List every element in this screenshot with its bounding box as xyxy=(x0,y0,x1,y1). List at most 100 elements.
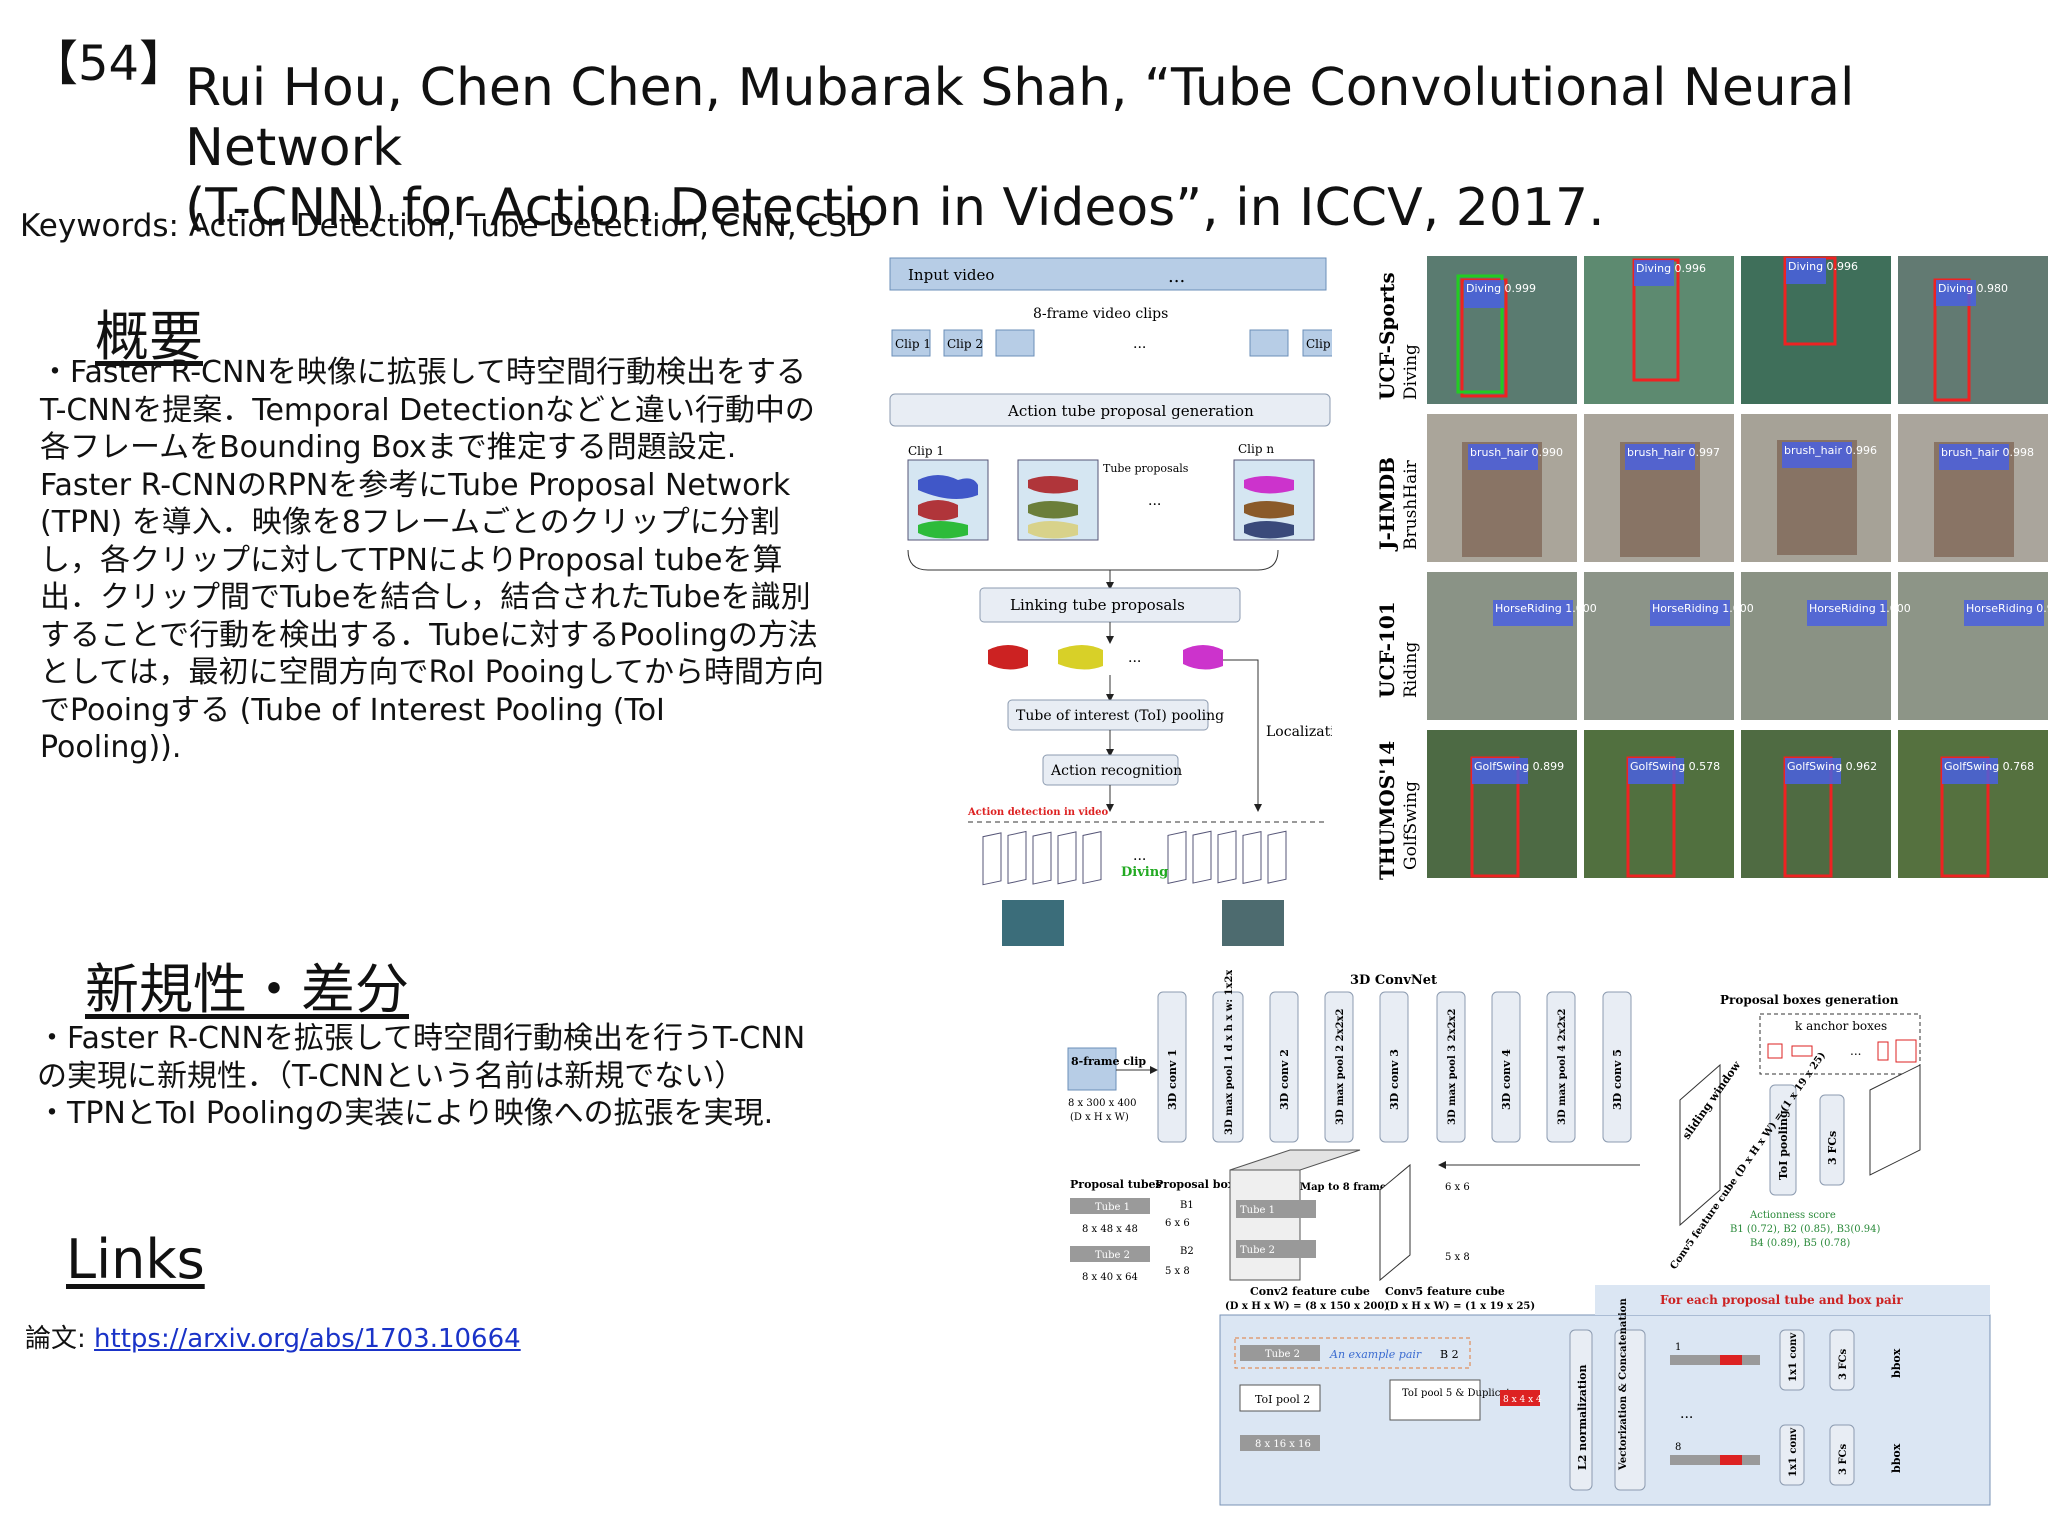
linking-label: Linking tube proposals xyxy=(1010,596,1185,614)
conv5-dims: (D x H x W) = (1 x 19 x 25) xyxy=(1385,1301,1535,1312)
detection-score: GolfSwing 0.899 xyxy=(1474,760,1564,773)
paper-link[interactable]: https://arxiv.org/abs/1703.10664 xyxy=(94,1324,521,1354)
conv2-cube-label: Conv2 feature cube xyxy=(1250,1285,1370,1298)
detection-frames xyxy=(982,830,1287,886)
paper-title-line-1: Rui Hou, Chen Chen, Mubarak Shah, “Tube … xyxy=(185,58,1855,178)
conv1x1-label: 1x1 conv xyxy=(1788,1332,1799,1382)
toi-pool-label: ToI pooling xyxy=(1777,1110,1790,1180)
layer-label: 3D conv 2 xyxy=(1278,1049,1291,1110)
size-844: 8 x 4 x 4 xyxy=(1503,1395,1542,1405)
dots: ... xyxy=(1128,650,1141,666)
convnet-layers: 3D conv 1 3D max pool 1 d x h x w: 1x2x2… xyxy=(1157,970,1632,1143)
results-row-thumos: THUMOS'14 GolfSwing GolfSwing 0.899 Golf… xyxy=(1375,730,2048,880)
dataset-label: J-HMDB xyxy=(1375,457,1399,552)
bbox-label: bbox xyxy=(1890,1348,1903,1378)
dots: ... xyxy=(1133,336,1146,352)
clip-row: Clip 1 Clip 2 ... Clip n xyxy=(891,329,1332,357)
map-frames-label: Map to 8 frames xyxy=(1300,1182,1392,1193)
actionness-scores-1: B1 (0.72), B2 (0.85), B3(0.94) xyxy=(1730,1224,1881,1235)
detection-score: Diving 0.999 xyxy=(1466,282,1536,295)
tube1-label: Tube 1 xyxy=(1240,1205,1275,1216)
detection-score: brush_hair 0.998 xyxy=(1941,446,2034,459)
overview-line: し，各クリップに対してTPNによりProposal tubeを算 xyxy=(40,542,783,578)
detection-score: GolfSwing 0.768 xyxy=(1944,760,2034,773)
clip-dims: (D x H x W) xyxy=(1070,1112,1129,1123)
dots: ... xyxy=(1680,1406,1693,1422)
fcs-label: 3 FCs xyxy=(1826,1131,1839,1165)
pair-panel xyxy=(1219,1314,1991,1506)
results-row-ucf101: UCF-101 Riding HorseRiding 1.000 HorseRi… xyxy=(1375,572,2048,720)
conv5-plane xyxy=(1379,1163,1411,1282)
conv2-dims: (D x H x W) = (8 x 150 x 200) xyxy=(1225,1301,1389,1312)
conv1x1-label: 1x1 conv xyxy=(1788,1427,1799,1477)
tube-proposals-label: Tube proposals xyxy=(1103,462,1189,475)
overview-line: 出．クリップ間でTubeを結合し，結合されたTubeを識別 xyxy=(40,580,811,615)
detection-score: Diving 0.980 xyxy=(1938,282,2008,295)
overview-line: することで行動を検出する．Tubeに対するPoolingの方法 xyxy=(40,617,818,653)
tube2-label: Tube 2 xyxy=(1095,1250,1130,1261)
proposal-boxes-label: Proposal boxes xyxy=(1155,1178,1248,1191)
tube2-size: 8 x 40 x 64 xyxy=(1082,1272,1138,1283)
paper-title: Rui Hou, Chen Chen, Mubarak Shah, “Tube … xyxy=(185,58,2035,238)
detection-score: brush_hair 0.996 xyxy=(1784,444,1877,457)
b1-label: B1 xyxy=(1180,1200,1194,1211)
layer-label: 3D max pool 3 2x2x2 xyxy=(1447,1008,1458,1125)
tube2b-label: Tube 2 xyxy=(1265,1349,1300,1360)
clip1-side: Clip 1 xyxy=(908,444,944,458)
n1-label: 1 xyxy=(1675,1342,1681,1353)
clip-label: 8-frame clip xyxy=(1071,1055,1146,1068)
results-row-ucf-sports: UCF-Sports Diving Diving 0.999 Diving 0.… xyxy=(1375,256,2048,404)
dots: ... xyxy=(1148,493,1161,509)
overview-heading: 概要 xyxy=(95,305,203,368)
vec-label: Vectorization & Concatenation xyxy=(1618,1298,1629,1471)
size-66: 6 x 6 xyxy=(1445,1182,1470,1193)
toi-pool2-label: ToI pool 2 xyxy=(1255,1393,1310,1406)
paper-title-line-2: (T-CNN) for Action Detection in Videos”,… xyxy=(185,178,1605,238)
detection-score: HorseRiding 0.993 xyxy=(1966,602,2048,615)
layer-label: 3D conv 5 xyxy=(1611,1049,1624,1110)
layer-label: 3D conv 4 xyxy=(1500,1049,1513,1110)
results-grid-figure: UCF-Sports Diving Diving 0.999 Diving 0.… xyxy=(1375,256,2048,880)
atpg-box xyxy=(889,393,1331,427)
overview-line: 各フレームをBounding Boxまで推定する問題設定. xyxy=(40,430,737,465)
localization-label: Localization xyxy=(1266,724,1332,740)
proposal-gen-title: Proposal boxes generation xyxy=(1720,993,1899,1007)
clip2-label: Clip 2 xyxy=(947,337,983,351)
novelty-line: の実現に新規性．（T-CNNという名前は新規でない） xyxy=(37,1058,745,1094)
clip1-label: Clip 1 xyxy=(895,337,931,351)
clip-box xyxy=(1067,1047,1117,1091)
conv5-cube-label-2: Conv5 feature cube xyxy=(1385,1285,1505,1298)
n8-label: 8 xyxy=(1675,1442,1681,1453)
toi-pooling-box xyxy=(1007,699,1209,731)
overview-line: としては，最初に空間方向でRoI Pooingしてから時間方向 xyxy=(40,655,824,690)
detection-score: HorseRiding 1.000 xyxy=(1495,602,1597,615)
b2b-label: B 2 xyxy=(1440,1348,1459,1361)
slide-number: 【54】 xyxy=(30,36,188,92)
fcs2-label: 3 FCs xyxy=(1838,1349,1849,1380)
b2-label: B2 xyxy=(1180,1246,1194,1257)
proposal-tubes-label: Proposal tubes xyxy=(1070,1178,1162,1191)
tube2-label: Tube 2 xyxy=(1240,1245,1275,1256)
input-video-box xyxy=(889,257,1327,291)
actionness-scores-2: B4 (0.89), B5 (0.78) xyxy=(1750,1238,1850,1249)
detection-score: Diving 0.996 xyxy=(1788,260,1858,273)
tube1-label: Tube 1 xyxy=(1095,1202,1130,1213)
layer-label: 3D max pool 2 2x2x2 xyxy=(1335,1008,1346,1125)
convnet-title: 3D ConvNet xyxy=(1350,973,1437,988)
novelty-text: ・Faster R-CNNを拡張して時空間行動検出を行うT-CNN の実現に新規… xyxy=(37,1020,877,1133)
conv2-cube: Tube 1 Tube 2 xyxy=(1229,1149,1361,1281)
fcs2-label: 3 FCs xyxy=(1838,1444,1849,1475)
dots: ... xyxy=(1168,266,1185,287)
clip-size: 8 x 300 x 400 xyxy=(1068,1098,1137,1109)
links-heading: Links xyxy=(66,1228,205,1291)
detection-score: Diving 0.996 xyxy=(1636,262,1706,275)
example-label: An example pair xyxy=(1329,1348,1422,1361)
overview-line: T-CNNを提案．Temporal Detectionなどと違い行動中の xyxy=(40,392,815,428)
paper-link-row: 論文: https://arxiv.org/abs/1703.10664 xyxy=(25,1318,521,1355)
novelty-line: ・TPNとToI Poolingの実装により映像への拡張を実現. xyxy=(37,1096,774,1131)
detection-score: GolfSwing 0.962 xyxy=(1787,760,1877,773)
action-label: GolfSwing xyxy=(1401,781,1421,870)
linked-tubes: ... xyxy=(988,645,1223,670)
diving-label: Diving xyxy=(1121,865,1168,880)
input-video-label: Input video xyxy=(908,266,994,284)
